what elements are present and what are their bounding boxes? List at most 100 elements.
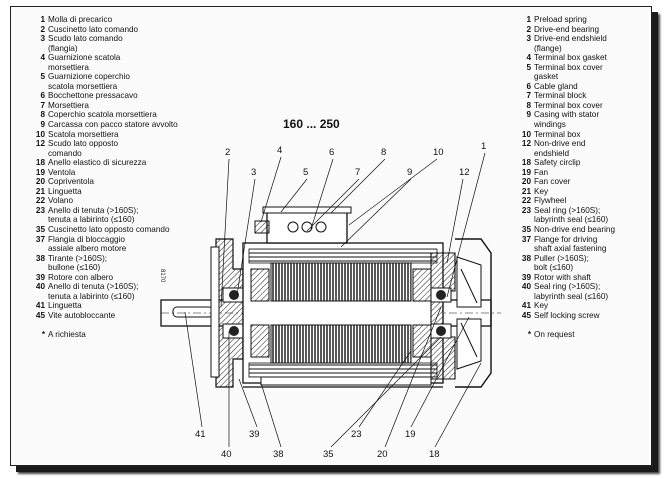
callout-number-top: 5 bbox=[303, 167, 308, 178]
legend-it-row: (flangia) bbox=[29, 44, 234, 54]
legend-it-number: 8 bbox=[40, 110, 45, 120]
legend-it-text: A richiesta bbox=[48, 330, 86, 340]
callout-number-top: 4 bbox=[277, 145, 282, 156]
fan-and-cover bbox=[455, 238, 492, 388]
legend-en-row: windings bbox=[515, 120, 645, 130]
legend-it-number: 19 bbox=[35, 167, 45, 177]
legend-it-number: 9 bbox=[40, 120, 45, 130]
callout-number-bottom: 20 bbox=[377, 449, 388, 460]
legend-en-text: windings bbox=[534, 120, 566, 130]
legend-en-row: shaft axial fastening bbox=[515, 244, 645, 254]
legend-it-row: assiale albero motore bbox=[29, 244, 234, 254]
legend-it-text: tenuta a labirinto (≤160) bbox=[48, 215, 135, 225]
callout-number-top: 7 bbox=[355, 167, 360, 178]
legend-en-number: 12 bbox=[521, 139, 531, 149]
legend-it-number: 18 bbox=[35, 158, 45, 168]
legend-it-text: Rotore con albero bbox=[48, 272, 114, 282]
legend-it-text: Scudo lato comando bbox=[48, 34, 123, 44]
callout-number-bottom: 41 bbox=[195, 429, 206, 440]
legend-en-number: 21 bbox=[521, 186, 531, 196]
legend-it-number: 38 bbox=[35, 253, 45, 263]
legend-it-text: Linguetta bbox=[48, 301, 82, 311]
legend-it-text: Guarnizione coperchio bbox=[48, 72, 130, 82]
callout-number-bottom: 39 bbox=[249, 429, 260, 440]
legend-en-text: Fan bbox=[534, 167, 549, 177]
legend-it-row: comando bbox=[29, 149, 234, 159]
legend-en-text: labyrinth seal (≤160) bbox=[534, 215, 609, 225]
legend-it-text: Cuscinetto lato comando bbox=[48, 24, 139, 34]
legend-it-number: 21 bbox=[35, 186, 45, 196]
legend-it-text: Scudo lato opposto bbox=[48, 139, 119, 149]
legend-en-number: 40 bbox=[521, 282, 531, 292]
non-drive-endshield bbox=[430, 252, 456, 380]
callout-number-bottom: 40 bbox=[221, 449, 232, 460]
legend-it-number: 40 bbox=[35, 282, 45, 292]
legend-en-number: 4 bbox=[526, 53, 531, 63]
legend-en-number: 41 bbox=[521, 301, 531, 311]
legend-en-number: 39 bbox=[521, 272, 531, 282]
legend-en-row: labyrinth seal (≤160) bbox=[515, 292, 645, 302]
legend-en-number: 19 bbox=[521, 167, 531, 177]
legend-it-number: * bbox=[41, 330, 45, 340]
legend-en-text: shaft axial fastening bbox=[534, 244, 607, 254]
legend-it-number: 6 bbox=[40, 91, 45, 101]
legend-en-number: 37 bbox=[521, 234, 531, 244]
legend-it-text: scatola morsettiera bbox=[48, 81, 118, 91]
legend-it-row: bullone (≤160) bbox=[29, 263, 234, 273]
callout-number-top: 8 bbox=[381, 147, 386, 158]
legend-en-row: gasket bbox=[515, 72, 645, 82]
legend-en-number: 38 bbox=[521, 253, 531, 263]
legend-en-number: 5 bbox=[526, 62, 531, 72]
legend-en-text: Terminal box bbox=[534, 129, 581, 139]
legend-en-number: 23 bbox=[521, 205, 531, 215]
legend-it-text: Ventola bbox=[48, 167, 76, 177]
legend-it-number: 4 bbox=[40, 53, 45, 63]
legend-en-number: 22 bbox=[521, 196, 531, 206]
legend-it-text: Guarnizione scatola bbox=[48, 53, 121, 63]
legend-en-number: 20 bbox=[521, 177, 531, 187]
legend-en-text: Casing with stator bbox=[534, 110, 600, 120]
callout-number-top: 1 bbox=[481, 141, 486, 152]
legend-en-number: 8 bbox=[526, 100, 531, 110]
legend-it-text: Linguetta bbox=[48, 186, 82, 196]
legend-it-text: Molla di precarico bbox=[48, 15, 113, 24]
legend-it-number: 39 bbox=[35, 272, 45, 282]
legend-it-number: 10 bbox=[35, 129, 45, 139]
callout-number-top: 6 bbox=[329, 147, 334, 158]
legend-en-text: Key bbox=[534, 301, 549, 311]
legend-en-number: 9 bbox=[526, 110, 531, 120]
legend-it-text: Morsettiera bbox=[48, 100, 89, 110]
legend-en-text: Flywheel bbox=[534, 196, 567, 206]
legend-it-number: 3 bbox=[40, 34, 45, 44]
legend-it-row: tenuta a labirinto (≤160) bbox=[29, 292, 234, 302]
legend-it-text: Tirante (>160S); bbox=[48, 253, 108, 263]
legend-it-number: 23 bbox=[35, 205, 45, 215]
legend-en-number: 10 bbox=[521, 129, 531, 139]
callout-number-bottom: 38 bbox=[273, 449, 284, 460]
size-range-label: 160 ... 250 bbox=[283, 117, 340, 131]
legend-it-number: 20 bbox=[35, 177, 45, 187]
